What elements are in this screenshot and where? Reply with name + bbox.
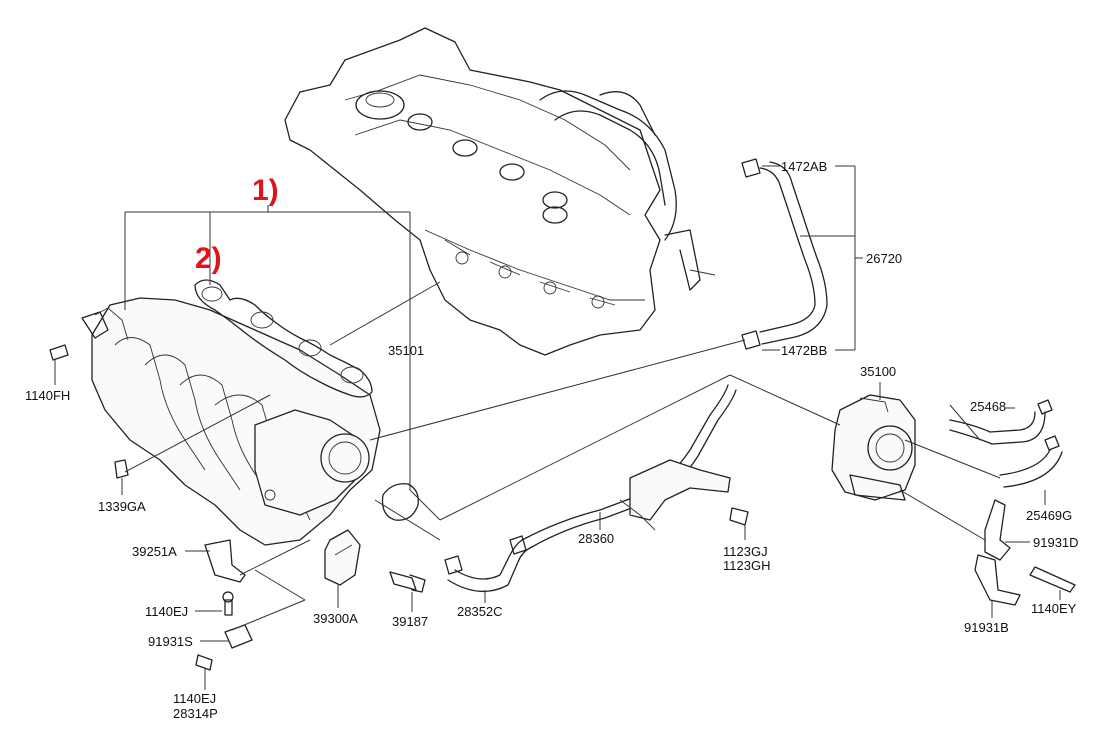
label-35101: 35101 <box>388 343 424 358</box>
sensor-screw <box>389 571 426 593</box>
coolant-hose <box>444 535 531 593</box>
label-1339GA: 1339GA <box>98 499 146 514</box>
label-26720: 26720 <box>866 251 902 266</box>
label-1472BB: 1472BB <box>781 343 827 358</box>
label-91931B: 91931B <box>964 620 1009 635</box>
label-28314P: 28314P <box>173 706 218 721</box>
throttle-brackets <box>974 499 1076 606</box>
breather-hose <box>741 158 828 350</box>
label-35100: 35100 <box>860 364 896 379</box>
intake-gasket <box>194 279 373 398</box>
callout-1: 1) <box>252 174 279 207</box>
label-1140EJ-b: 1140EJ <box>173 691 216 706</box>
engine-block <box>284 27 716 356</box>
label-39251A: 39251A <box>132 544 177 559</box>
callout-2: 2) <box>195 242 222 275</box>
coolant-pipe <box>521 384 737 549</box>
label-39187: 39187 <box>392 614 428 629</box>
label-39300A: 39300A <box>313 611 358 626</box>
map-sensor <box>324 529 361 586</box>
label-91931D: 91931D <box>1033 535 1079 550</box>
label-25469G: 25469G <box>1026 508 1072 523</box>
label-91931S: 91931S <box>148 634 193 649</box>
group-bracket <box>124 205 411 490</box>
throttle-body <box>831 394 916 501</box>
label-28360: 28360 <box>578 531 614 546</box>
label-28352C: 28352C <box>457 604 503 619</box>
label-1140EY: 1140EY <box>1031 601 1077 616</box>
label-1123GH: 1123GH <box>723 558 770 573</box>
label-1140EJ-a: 1140EJ <box>145 604 188 619</box>
label-25468: 25468 <box>970 399 1006 414</box>
intake-manifold <box>81 297 381 546</box>
leader-lines <box>54 165 1061 690</box>
label-1140FH: 1140FH <box>25 388 70 403</box>
label-1472AB: 1472AB <box>781 159 827 174</box>
coolant-hoses <box>949 399 1063 488</box>
label-1123GJ: 1123GJ <box>723 544 768 559</box>
throttle-gasket <box>381 483 419 521</box>
